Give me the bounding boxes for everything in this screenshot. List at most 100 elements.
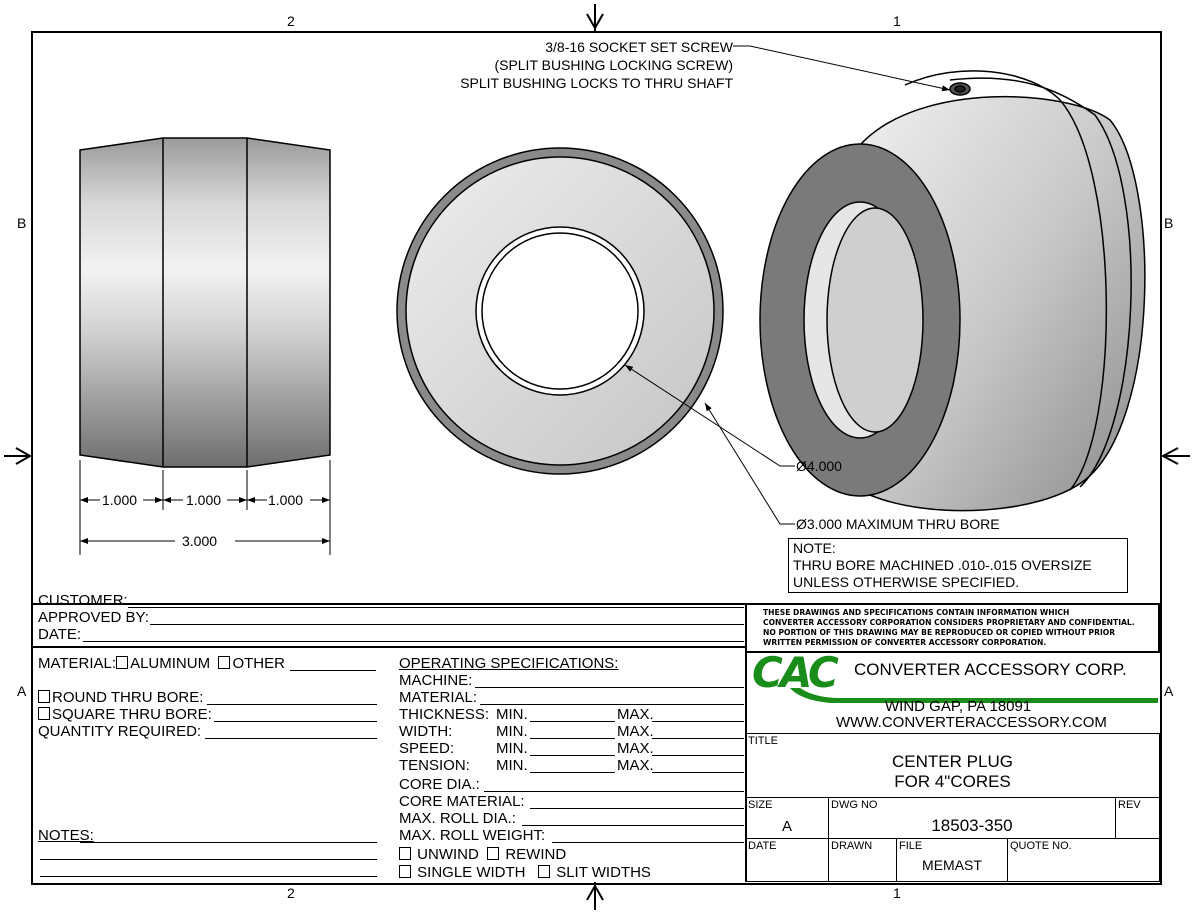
quote-label: QUOTE NO.	[1010, 840, 1072, 852]
core-material-label: CORE MATERIAL:	[399, 793, 525, 810]
notes-field[interactable]	[80, 842, 377, 843]
max-roll-weight-field[interactable]	[552, 842, 744, 843]
isometric-view	[759, 70, 1146, 512]
legal-notice: THESE DRAWINGS AND SPECIFICATIONS CONTAI…	[745, 603, 1160, 653]
width-min-field[interactable]	[530, 738, 615, 739]
form-divider	[31, 646, 746, 648]
legal-line: NO PORTION OF THIS DRAWING MAY BE REPROD…	[763, 628, 1116, 637]
set-screw-callout: 3/8-16 SOCKET SET SCREW (SPLIT BUSHING L…	[440, 38, 733, 92]
max-label: MAX.	[617, 706, 654, 723]
notes-field[interactable]	[40, 859, 377, 860]
max-label: MAX.	[617, 723, 654, 740]
thickness-max-field[interactable]	[652, 721, 744, 722]
approved-label: APPROVED BY:	[38, 609, 149, 626]
aluminum-checkbox[interactable]	[116, 656, 129, 669]
quantity-label: QUANTITY REQUIRED:	[38, 723, 202, 740]
drawing-title: CENTER PLUG	[892, 752, 1013, 771]
quantity-field[interactable]	[205, 738, 377, 739]
core-material-field[interactable]	[530, 808, 744, 809]
speed-min-field[interactable]	[530, 755, 615, 756]
outer-diameter-callout: Ø4.000	[796, 458, 842, 474]
side-view	[79, 137, 331, 468]
title-cell: TITLE CENTER PLUG FOR 4"CORES	[745, 733, 1160, 798]
callout-line: (SPLIT BUSHING LOCKING SCREW)	[494, 57, 733, 73]
front-view	[396, 147, 724, 475]
file-label: FILE	[899, 840, 923, 852]
zone-label: 2	[287, 13, 295, 29]
material-label: MATERIAL:	[38, 655, 117, 672]
size-label: SIZE	[748, 799, 773, 811]
date-field[interactable]	[83, 641, 744, 642]
width-label: WIDTH:	[399, 723, 453, 740]
spec-material-label: MATERIAL:	[399, 689, 478, 706]
core-dia-field[interactable]	[484, 791, 744, 792]
max-label: MAX.	[617, 740, 654, 757]
width-row: SINGLE WIDTH SLIT WIDTHS	[399, 864, 651, 881]
min-label: MIN.	[496, 706, 528, 723]
other-checkbox[interactable]	[218, 656, 231, 669]
thickness-label: THICKNESS:	[399, 706, 490, 723]
note-line: UNLESS OTHERWISE SPECIFIED.	[793, 574, 1020, 590]
single-width-checkbox[interactable]	[399, 865, 411, 878]
rewind-label: REWIND	[505, 846, 567, 863]
company-logo: CAC	[752, 648, 839, 697]
speed-max-field[interactable]	[652, 755, 744, 756]
notes-field[interactable]	[40, 876, 377, 877]
file-value: MEMAST	[922, 857, 982, 873]
tb-date-label: DATE	[748, 840, 777, 852]
specs-heading: OPERATING SPECIFICATIONS:	[399, 655, 619, 672]
zone-label: B	[17, 215, 27, 231]
zone-label: B	[1164, 215, 1174, 231]
approved-field[interactable]	[150, 624, 744, 625]
dim-seg2: 1.000	[186, 492, 222, 508]
notes-label: NOTES:	[38, 827, 94, 844]
tension-max-field[interactable]	[652, 772, 744, 773]
zone-label: 2	[287, 885, 295, 901]
callout-line: SPLIT BUSHING LOCKS TO THRU SHAFT	[460, 75, 733, 91]
legal-line: CONVERTER ACCESSORY CORPORATION CONSIDER…	[763, 618, 1135, 627]
sheet-border	[31, 31, 1162, 885]
note-line: THRU BORE MACHINED .010-.015 OVERSIZE	[793, 557, 1092, 573]
spec-material-field[interactable]	[480, 704, 744, 705]
max-roll-dia-field[interactable]	[522, 825, 744, 826]
dwg-no-label: DWG NO	[831, 799, 878, 811]
rev-label: REV	[1118, 799, 1141, 811]
date-cell: DATE	[745, 838, 829, 882]
other-field[interactable]	[290, 670, 376, 671]
machine-field[interactable]	[475, 687, 744, 688]
max-roll-weight-label: MAX. ROLL WEIGHT:	[399, 827, 546, 844]
thickness-min-field[interactable]	[530, 721, 615, 722]
customer-field[interactable]	[128, 607, 744, 608]
quote-cell: QUOTE NO.	[1007, 838, 1160, 882]
customer-label: CUSTOMER:	[38, 592, 128, 609]
leader-lines	[624, 45, 951, 525]
dim-seg1: 1.000	[102, 492, 138, 508]
unwind-label: UNWIND	[417, 846, 479, 863]
round-bore-row: ROUND THRU BORE:	[38, 689, 203, 706]
dim-overall: 3.000	[182, 533, 218, 549]
bore-callout: Ø3.000 MAXIMUM THRU BORE	[796, 516, 1000, 532]
width-max-field[interactable]	[652, 738, 744, 739]
round-bore-checkbox[interactable]	[38, 690, 50, 703]
center-mark-icon	[4, 4, 1190, 910]
tension-label: TENSION:	[399, 757, 470, 774]
slit-widths-checkbox[interactable]	[538, 865, 551, 878]
size-value: A	[781, 818, 792, 835]
machine-label: MACHINE:	[399, 672, 473, 689]
tension-min-field[interactable]	[530, 772, 615, 773]
company-name: CONVERTER ACCESSORY CORP.	[854, 660, 1127, 679]
rewind-checkbox[interactable]	[487, 847, 500, 860]
square-bore-field[interactable]	[214, 721, 377, 722]
min-label: MIN.	[496, 757, 528, 774]
form-divider	[745, 603, 747, 882]
round-bore-field[interactable]	[207, 704, 377, 705]
core-dia-label: CORE DIA.:	[399, 776, 480, 793]
square-bore-checkbox[interactable]	[38, 707, 50, 720]
file-cell: FILE MEMAST	[896, 838, 1008, 882]
form-divider	[31, 603, 746, 605]
speed-label: SPEED:	[399, 740, 455, 757]
note-box: NOTE: THRU BORE MACHINED .010-.015 OVERS…	[788, 538, 1128, 593]
material-row: MATERIAL:ALUMINUM OTHER	[38, 655, 285, 672]
unwind-checkbox[interactable]	[399, 847, 411, 860]
